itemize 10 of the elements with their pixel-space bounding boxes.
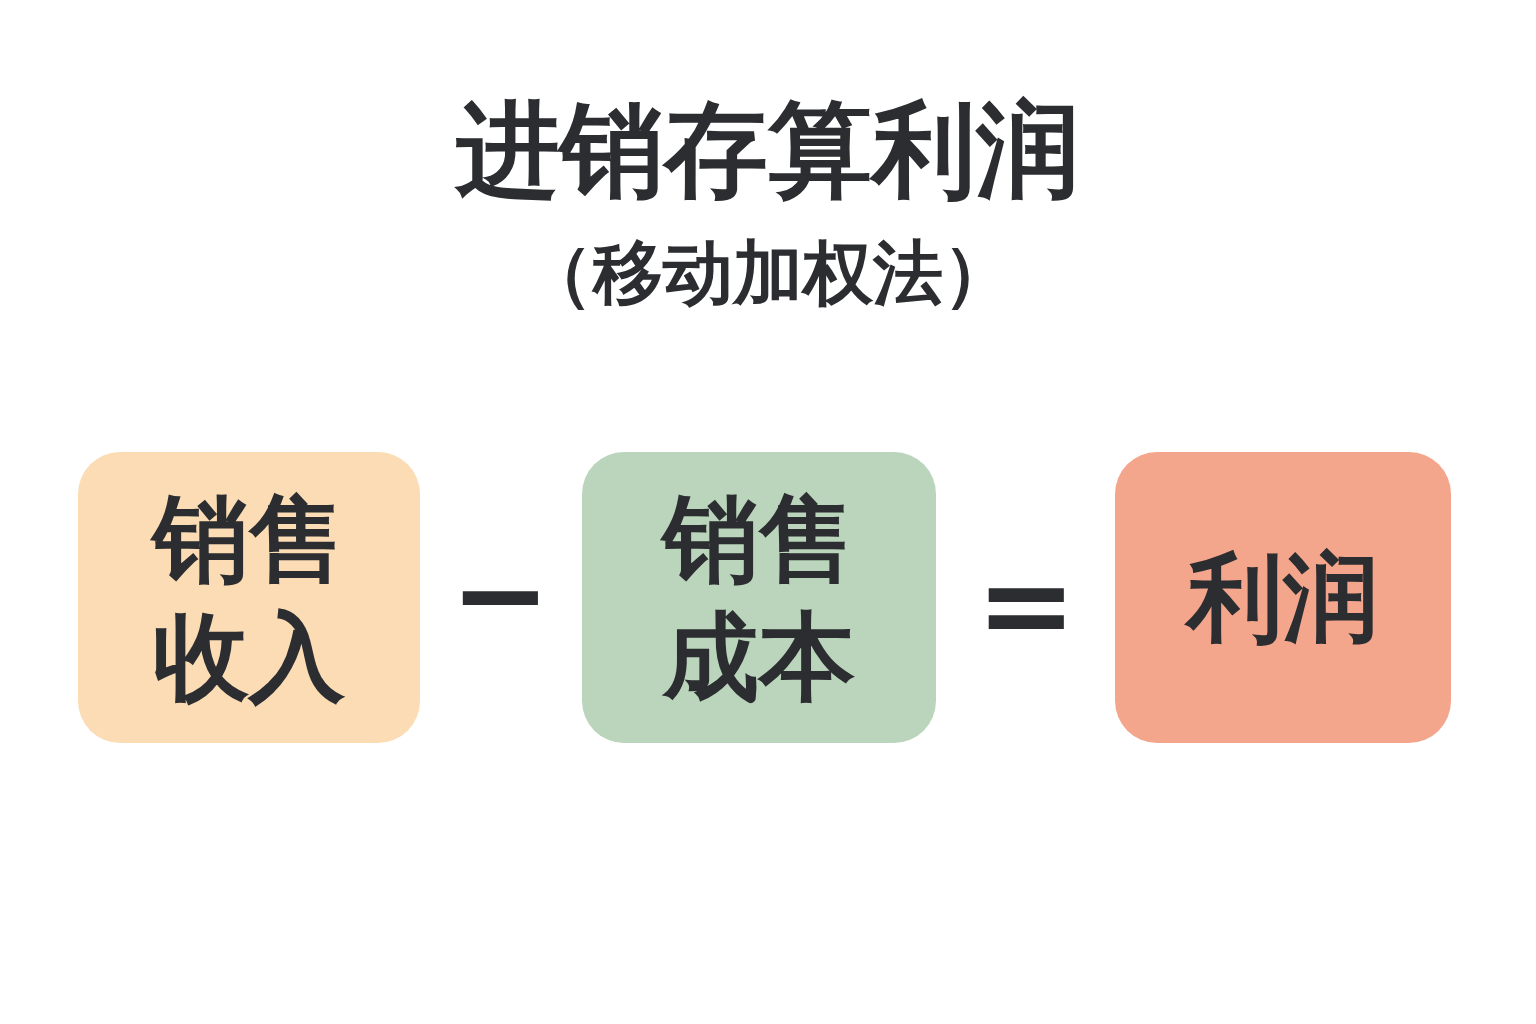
title: 进销存算利润 (453, 88, 1081, 212)
equals-sign: = (976, 540, 1076, 670)
box-label: 销售收入 (149, 479, 349, 716)
formula-box (582, 452, 936, 743)
minus-sign: − (450, 530, 550, 660)
formula-box (1115, 452, 1451, 743)
box-label: 利润 (1183, 538, 1383, 657)
formula-box (78, 452, 420, 743)
subtitle: （移动加权法） (522, 231, 1014, 316)
box-label: 销售成本 (659, 479, 859, 716)
